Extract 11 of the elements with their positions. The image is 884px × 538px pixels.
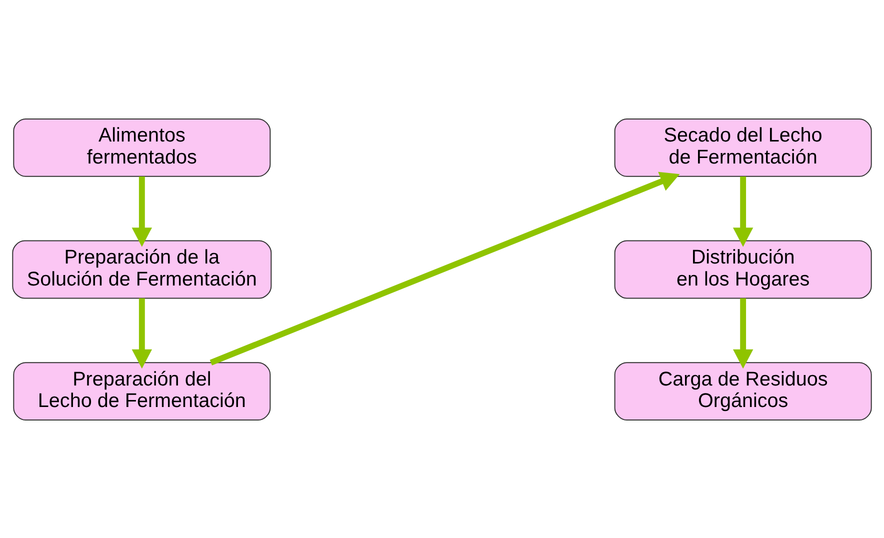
node-box: Carga de Residuos Orgánicos <box>614 362 872 420</box>
node-box: Preparación de la Solución de Fermentación <box>12 240 272 298</box>
arrow <box>132 176 152 246</box>
node-box: Secado del Lecho de Fermentación <box>614 118 872 176</box>
arrow <box>732 298 754 368</box>
node-box: Distribución en los Hogares <box>614 240 872 298</box>
node-box: Alimentos fermentados <box>13 118 271 176</box>
arrow <box>732 176 754 246</box>
node-box: Preparación del Lecho de Fermentación <box>13 362 271 420</box>
arrow <box>132 298 152 368</box>
arrow <box>210 171 680 365</box>
